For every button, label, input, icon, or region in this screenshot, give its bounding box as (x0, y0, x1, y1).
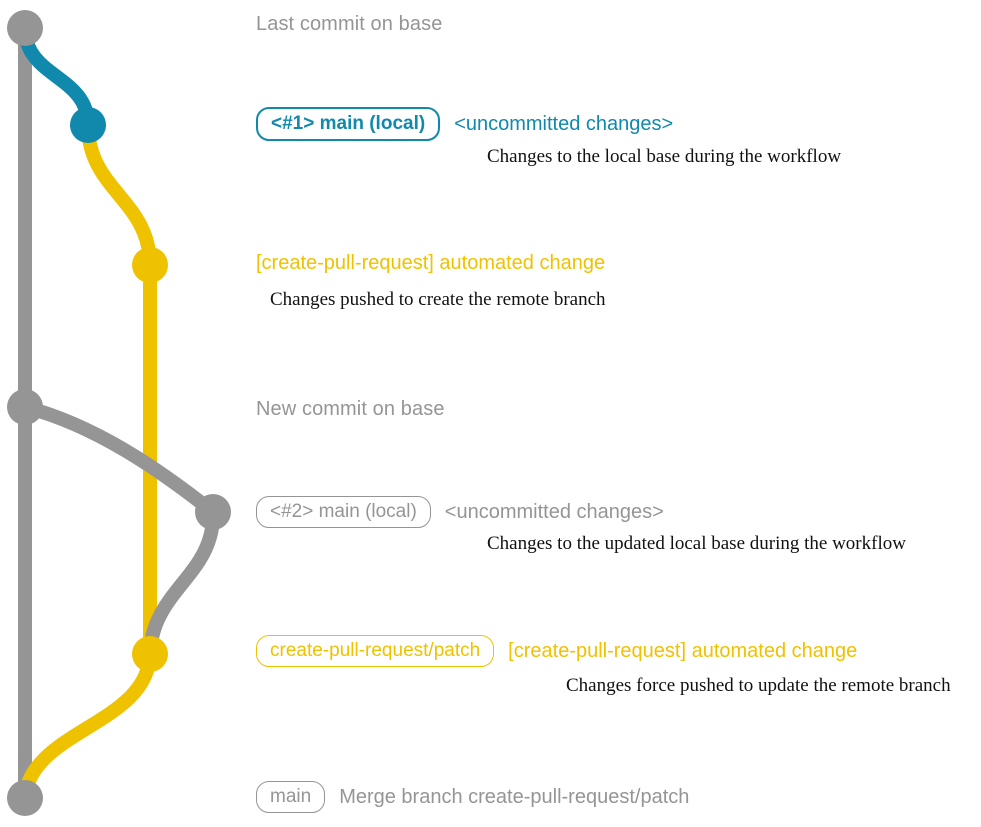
commit-title-merge: Merge branch create-pull-request/patch (339, 785, 690, 808)
commit-title-new-commit-on-base: New commit on base (256, 398, 445, 420)
commit-title-automated-change-2: [create-pull-request] automated change (508, 639, 858, 662)
commit-description-automated-change-1: Changes pushed to create the remote bran… (270, 289, 606, 310)
commit-node-local-2[interactable] (195, 494, 231, 530)
commit-node-automated-change-2[interactable] (132, 636, 168, 672)
commit-description-automated-change-2: Changes force pushed to update the remot… (566, 675, 951, 696)
branch-badge-local-1[interactable]: <#1> main (local) (256, 107, 441, 141)
branch-badge-local-2[interactable]: <#2> main (local) (256, 496, 431, 528)
commit-row-local-2: <#2> main (local) <uncommitted changes> (256, 496, 664, 528)
git-commit-graph (7, 10, 231, 816)
commit-description-local-2: Changes to the updated local base during… (487, 533, 906, 554)
commit-node-new-commit-on-base[interactable] (7, 389, 43, 425)
commit-node-local-1[interactable] (70, 107, 106, 143)
commit-row-local-1: <#1> main (local) <uncommitted changes> (256, 107, 673, 141)
edge-local2-to-patch2 (143, 505, 221, 661)
commit-node-last-commit-on-base[interactable] (7, 10, 43, 46)
edge-base-to-local2 (18, 400, 220, 519)
branch-badge-main[interactable]: main (256, 781, 326, 813)
commit-row-merge: main Merge branch create-pull-request/pa… (256, 781, 689, 813)
commit-title-automated-change-1: [create-pull-request] automated change (256, 252, 606, 274)
commit-node-merge[interactable] (7, 780, 43, 816)
edge-local1-to-patch1 (81, 118, 157, 272)
commit-node-automated-change-1[interactable] (132, 247, 168, 283)
commit-title-local-2: <uncommitted changes> (444, 500, 664, 523)
commit-description-local-1: Changes to the local base during the wor… (487, 146, 842, 167)
commit-row-automated-change-2: create-pull-request/patch [create-pull-r… (256, 635, 857, 667)
edge-patch2-to-merge (18, 647, 157, 805)
commit-title-local-1: <uncommitted changes> (454, 112, 674, 135)
branch-badge-patch[interactable]: create-pull-request/patch (256, 635, 495, 667)
commit-title-last-commit-on-base: Last commit on base (256, 13, 443, 35)
